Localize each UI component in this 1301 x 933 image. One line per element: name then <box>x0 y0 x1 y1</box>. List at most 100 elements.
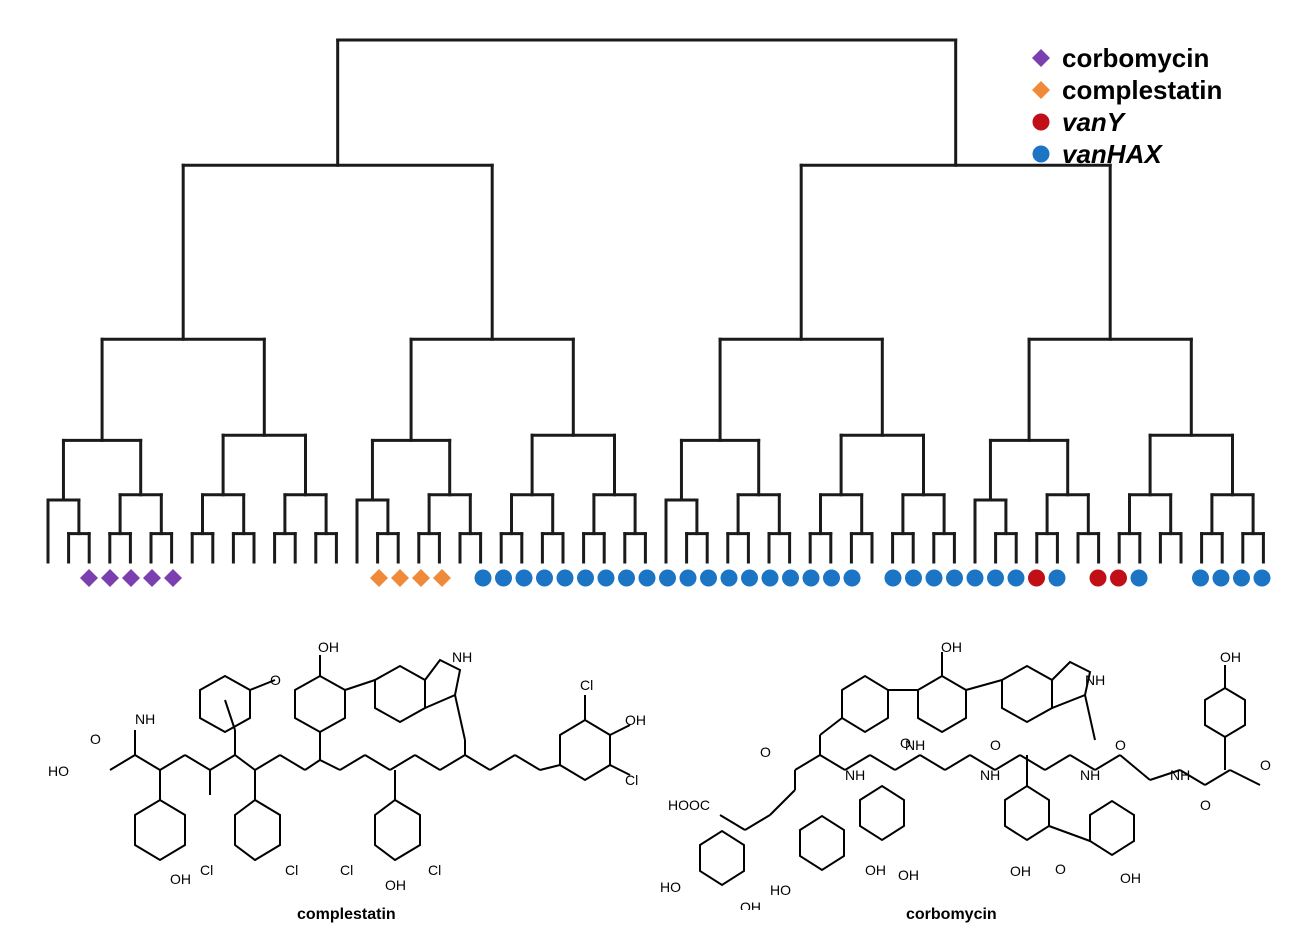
vany-marker <box>1028 569 1045 587</box>
svg-text:HO: HO <box>770 882 791 898</box>
svg-text:OH: OH <box>318 640 339 655</box>
orange-diamond-icon <box>1032 81 1050 99</box>
vanhax-marker <box>495 569 512 587</box>
svg-text:NH: NH <box>1085 672 1105 688</box>
svg-text:O: O <box>1115 737 1126 753</box>
complestatin-structure: HO O NH O OH NH OH Cl Cl Cl Cl OH Cl OH … <box>48 640 646 893</box>
vanhax-marker <box>1192 569 1209 587</box>
vanhax-marker <box>1130 569 1148 587</box>
vanhax-marker <box>782 569 799 587</box>
vanhax-marker <box>946 569 963 587</box>
vanhax-marker <box>720 569 738 587</box>
legend-label: vanHAX <box>1062 139 1162 169</box>
corbomycin-marker <box>122 569 140 587</box>
svg-text:Cl: Cl <box>625 772 638 788</box>
vanhax-marker <box>700 569 717 587</box>
svg-text:O: O <box>760 744 771 760</box>
corbomycin-marker <box>164 569 182 587</box>
svg-text:OH: OH <box>865 862 886 878</box>
svg-text:NH: NH <box>845 767 865 783</box>
svg-text:OH: OH <box>898 867 919 883</box>
svg-text:NH: NH <box>1170 767 1190 783</box>
svg-text:NH: NH <box>452 649 472 665</box>
vanhax-marker <box>823 569 840 587</box>
complestatin-marker <box>370 569 388 587</box>
vanhax-marker <box>741 569 758 587</box>
blue-circle-icon <box>1032 145 1050 163</box>
vanhax-marker <box>597 569 615 587</box>
complestatin-marker <box>433 569 451 587</box>
vanhax-marker <box>987 569 1004 587</box>
svg-text:Cl: Cl <box>580 677 593 693</box>
svg-text:OH: OH <box>740 899 761 910</box>
svg-text:O: O <box>90 731 101 747</box>
red-circle-icon <box>1032 113 1050 131</box>
svg-text:NH: NH <box>980 767 1000 783</box>
vanhax-marker <box>925 569 943 587</box>
svg-text:OH: OH <box>625 712 646 728</box>
legend-item-corbomycin: corbomycin <box>1030 42 1222 74</box>
legend-label: complestatin <box>1062 75 1223 105</box>
corbomycin-marker <box>143 569 161 587</box>
vany-marker <box>1110 569 1127 587</box>
vanhax-marker <box>474 569 492 587</box>
legend-label: corbomycin <box>1062 43 1210 73</box>
vanhax-marker <box>761 569 779 587</box>
vanhax-marker <box>536 569 553 587</box>
complestatin-marker <box>412 569 430 587</box>
svg-text:O: O <box>990 737 1001 753</box>
svg-text:O: O <box>1055 861 1066 877</box>
legend-item-vanhax: vanHAX <box>1030 138 1222 170</box>
vanhax-marker <box>802 569 820 587</box>
vanhax-marker <box>1048 569 1066 587</box>
vanhax-marker <box>659 569 676 587</box>
svg-text:OH: OH <box>1010 863 1031 879</box>
svg-text:HO: HO <box>660 879 681 895</box>
svg-text:OH: OH <box>1220 649 1241 665</box>
vanhax-marker <box>1212 569 1230 587</box>
tree-branches <box>46 38 1265 564</box>
vanhax-marker <box>679 569 697 587</box>
complestatin-marker <box>391 569 409 587</box>
legend-item-complestatin: complestatin <box>1030 74 1222 106</box>
svg-text:OH: OH <box>385 877 406 893</box>
tip-markers <box>80 569 1271 587</box>
purple-diamond-icon <box>1032 49 1050 67</box>
svg-text:Cl: Cl <box>428 862 441 878</box>
svg-text:O: O <box>1260 757 1271 773</box>
svg-text:Cl: Cl <box>285 862 298 878</box>
vanhax-marker <box>1007 569 1025 587</box>
vanhax-marker <box>556 569 574 587</box>
corbomycin-marker <box>101 569 119 587</box>
legend: corbomycin complestatin vanY vanHAX <box>1030 42 1222 170</box>
svg-text:NH: NH <box>135 711 155 727</box>
svg-text:NH: NH <box>905 737 925 753</box>
vanhax-marker <box>905 569 922 587</box>
vanhax-marker <box>884 569 902 587</box>
svg-text:HOOC: HOOC <box>668 797 710 813</box>
complestatin-label: complestatin <box>297 906 396 923</box>
vanhax-marker <box>638 569 656 587</box>
vanhax-marker <box>843 569 861 587</box>
svg-text:O: O <box>270 672 281 688</box>
svg-text:HO: HO <box>48 763 69 779</box>
corbomycin-marker <box>80 569 98 587</box>
vanhax-marker <box>577 569 594 587</box>
vany-marker <box>1089 569 1107 587</box>
vanhax-marker <box>966 569 984 587</box>
svg-text:OH: OH <box>941 640 962 655</box>
svg-text:OH: OH <box>1120 870 1141 886</box>
corbomycin-structure: OH NH O NH O NH O NH NH O NH O OH O HOOC… <box>660 640 1271 910</box>
svg-text:Cl: Cl <box>340 862 353 878</box>
vanhax-marker <box>1233 569 1250 587</box>
svg-text:NH: NH <box>1080 767 1100 783</box>
svg-text:Cl: Cl <box>200 862 213 878</box>
svg-text:O: O <box>1200 797 1211 813</box>
phylogenetic-tree <box>46 38 1271 587</box>
svg-text:O: O <box>900 735 911 751</box>
vanhax-marker <box>618 569 635 587</box>
corbomycin-label: corbomycin <box>906 906 997 923</box>
legend-item-vany: vanY <box>1030 106 1222 138</box>
legend-label: vanY <box>1062 107 1125 137</box>
svg-text:OH: OH <box>170 871 191 887</box>
